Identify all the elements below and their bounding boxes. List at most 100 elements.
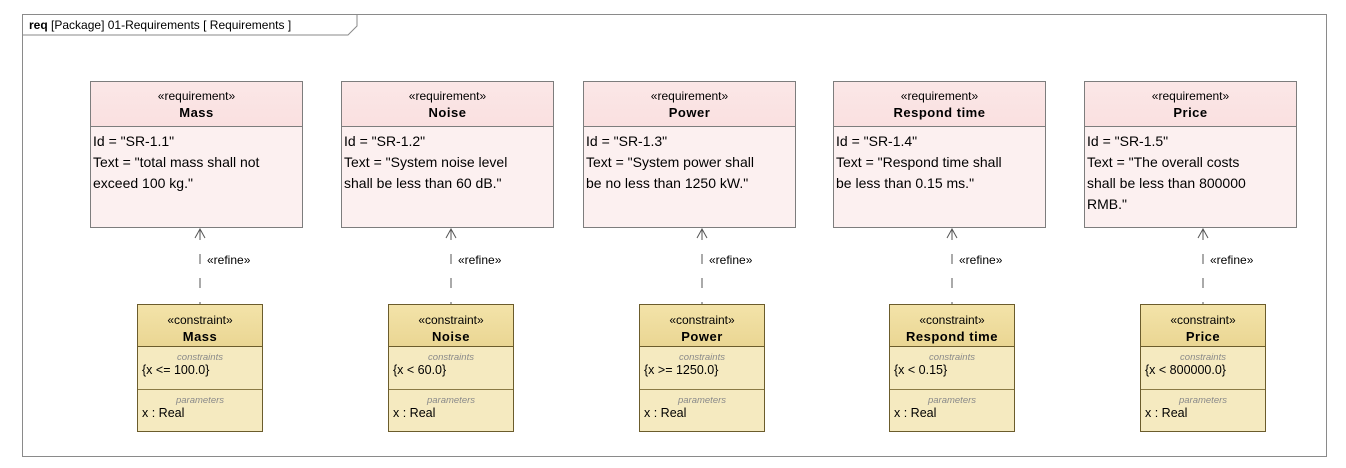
requirement-body: Id = "SR-1.4" Text = "Respond time shall b… (834, 127, 1045, 194)
compartment-title: constraints (679, 352, 725, 363)
constraints-compartment: constraints{x < 800000.0} (1141, 347, 1265, 390)
requirement-id: Id = "SR-1.5" (1087, 133, 1169, 149)
constraint-expression: {x < 60.0} (393, 363, 447, 377)
constraint-name: Power (681, 329, 723, 344)
requirement-id: Id = "SR-1.4" (836, 133, 918, 149)
constraint-header: «constraint» Respond time (890, 305, 1014, 347)
constraints-compartment: constraints{x <= 100.0} (138, 347, 262, 390)
diagram-frame (22, 14, 1327, 457)
requirement-text-line: Text = "The overall costs (1087, 154, 1240, 170)
constraint-expression: {x < 800000.0} (1145, 363, 1226, 377)
arrowhead (445, 228, 457, 239)
constraint-expression: {x < 0.15} (894, 363, 948, 377)
constraints-compartment: constraints{x < 0.15} (890, 347, 1014, 390)
frame-tab-outline (22, 14, 358, 36)
constraint-header: «constraint» Mass (138, 305, 262, 347)
parameter-entry: x : Real (1145, 406, 1188, 420)
requirement-text-line: RMB." (1087, 196, 1127, 212)
requirement-header: «requirement»Respond time (834, 82, 1045, 127)
compartment-title: parameters (927, 395, 977, 406)
frame-keyword: req (29, 18, 48, 32)
requirement-name: Price (1173, 105, 1208, 120)
requirement-text-line: Text = "System power shall (586, 154, 754, 170)
requirement-text-line: shall be less than 800000 (1087, 175, 1246, 191)
compartment-title: parameters (175, 395, 225, 406)
constraint-name: Mass (182, 329, 218, 344)
requirement-text-line: Text = "System noise level (344, 154, 508, 170)
requirement-text-line: be less than 0.15 ms." (836, 175, 975, 191)
requirement-text-line: be no less than 1250 kW." (586, 175, 749, 191)
requirement-text-line: exceed 100 kg." (93, 175, 193, 191)
refine-dependency-arrow[interactable] (692, 228, 752, 304)
refine-label: «refine» (709, 253, 753, 267)
arrowhead (696, 228, 708, 239)
refine-dependency-arrow[interactable] (190, 228, 250, 304)
compartment-title: constraints (929, 352, 975, 363)
requirement-stereotype: «requirement» (1151, 89, 1230, 103)
refine-label: «refine» (1210, 253, 1254, 267)
requirement-id: Id = "SR-1.2" (344, 133, 426, 149)
requirement-text-line: Text = "total mass shall not (93, 154, 260, 170)
arrowhead (946, 228, 958, 239)
constraint-expression: {x <= 100.0} (142, 363, 210, 377)
requirement-body: Id = "SR-1.5" Text = "The overall costs sh… (1085, 127, 1296, 215)
compartment-title: constraints (1180, 352, 1226, 363)
constraint-stereotype: «constraint» (919, 313, 985, 327)
requirement-block[interactable]: «requirement»Mass Id = "SR-1.1" Text = "to… (90, 81, 303, 228)
requirement-body: Id = "SR-1.3" Text = "System power shall b… (584, 127, 795, 194)
requirement-text-line: Text = "Respond time shall (836, 154, 1002, 170)
compartment-title: parameters (677, 395, 727, 406)
constraint-block[interactable]: «constraint» Respond time constraints{x < … (889, 304, 1015, 432)
constraint-header: «constraint» Price (1141, 305, 1265, 347)
arrowhead (194, 228, 206, 239)
requirement-header: «requirement» Price (1085, 82, 1296, 127)
requirement-body: Id = "SR-1.1" Text = "total mass shall no… (91, 127, 302, 194)
refine-dependency-arrow[interactable] (1193, 228, 1253, 304)
compartment-title: constraints (177, 352, 223, 363)
requirement-block[interactable]: «requirement» Price Id = "SR-1.5" Text = "T… (1084, 81, 1297, 228)
constraint-stereotype: «constraint» (167, 313, 233, 327)
constraint-header: «constraint»Noise (389, 305, 513, 347)
frame-title-text: [Package] 01-Requirements [ Requirements… (51, 18, 292, 32)
constraint-name: Respond time (906, 329, 998, 344)
frame-header: req [Package] 01-Requirements [ Requirem… (22, 14, 358, 36)
requirement-body: Id = "SR-1.2" Text = "System noise level s… (342, 127, 553, 194)
parameter-entry: x : Real (644, 406, 687, 420)
refine-label: «refine» (959, 253, 1003, 267)
parameter-entry: x : Real (393, 406, 436, 420)
constraint-block[interactable]: «constraint» Price constraints{x < 800000.… (1140, 304, 1266, 432)
refine-dependency-arrow[interactable] (942, 228, 1002, 304)
requirement-stereotype: «requirement» (900, 89, 979, 103)
requirement-header: «requirement» Power (584, 82, 795, 127)
constraint-name: Price (1185, 329, 1221, 344)
compartment-title: parameters (426, 395, 476, 406)
requirement-id: Id = "SR-1.1" (93, 133, 175, 149)
refine-label: «refine» (207, 253, 251, 267)
requirement-block[interactable]: «requirement»Respond time Id = "SR-1.4" Te… (833, 81, 1046, 228)
requirement-header: «requirement»Mass (91, 82, 302, 127)
refine-label: «refine» (458, 253, 502, 267)
requirement-name: Noise (428, 105, 467, 120)
constraint-stereotype: «constraint» (669, 313, 735, 327)
refine-dependency-arrow[interactable] (441, 228, 501, 304)
requirement-name: Mass (179, 105, 214, 120)
requirement-text-line: shall be less than 60 dB." (344, 175, 502, 191)
constraint-stereotype: «constraint» (1170, 313, 1236, 327)
requirement-stereotype: «requirement» (650, 89, 729, 103)
parameter-entry: x : Real (894, 406, 937, 420)
constraint-name: Noise (432, 329, 470, 344)
requirement-name: Power (668, 105, 711, 120)
compartment-title: parameters (1178, 395, 1228, 406)
constraint-header: «constraint» Power (640, 305, 764, 347)
constraints-compartment: constraints{x < 60.0} (389, 347, 513, 390)
requirement-id: Id = "SR-1.3" (586, 133, 668, 149)
